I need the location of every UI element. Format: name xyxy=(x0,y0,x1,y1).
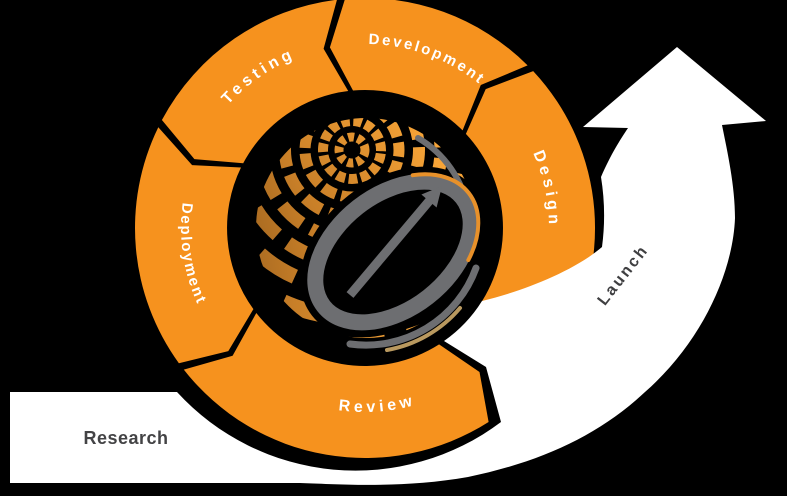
logo-arrow-shaft xyxy=(346,197,434,298)
globe-tile-ring xyxy=(334,132,370,168)
segment-testing xyxy=(161,0,349,164)
globe-tile-ring xyxy=(318,118,386,184)
logo-orange-accent-arc xyxy=(305,172,481,332)
segment-deployment xyxy=(135,127,254,364)
segment-review xyxy=(183,313,489,459)
logo-tan-arc xyxy=(385,306,462,352)
logo-gray-arc-bottom xyxy=(346,264,480,349)
logo-gray-arc-top xyxy=(415,135,471,213)
logo-arrow-head-icon xyxy=(421,186,442,208)
research-label: Research xyxy=(83,428,168,448)
globe-tile-ring xyxy=(299,118,405,203)
launch-arrow-band xyxy=(10,47,766,485)
segment-development xyxy=(329,0,528,131)
